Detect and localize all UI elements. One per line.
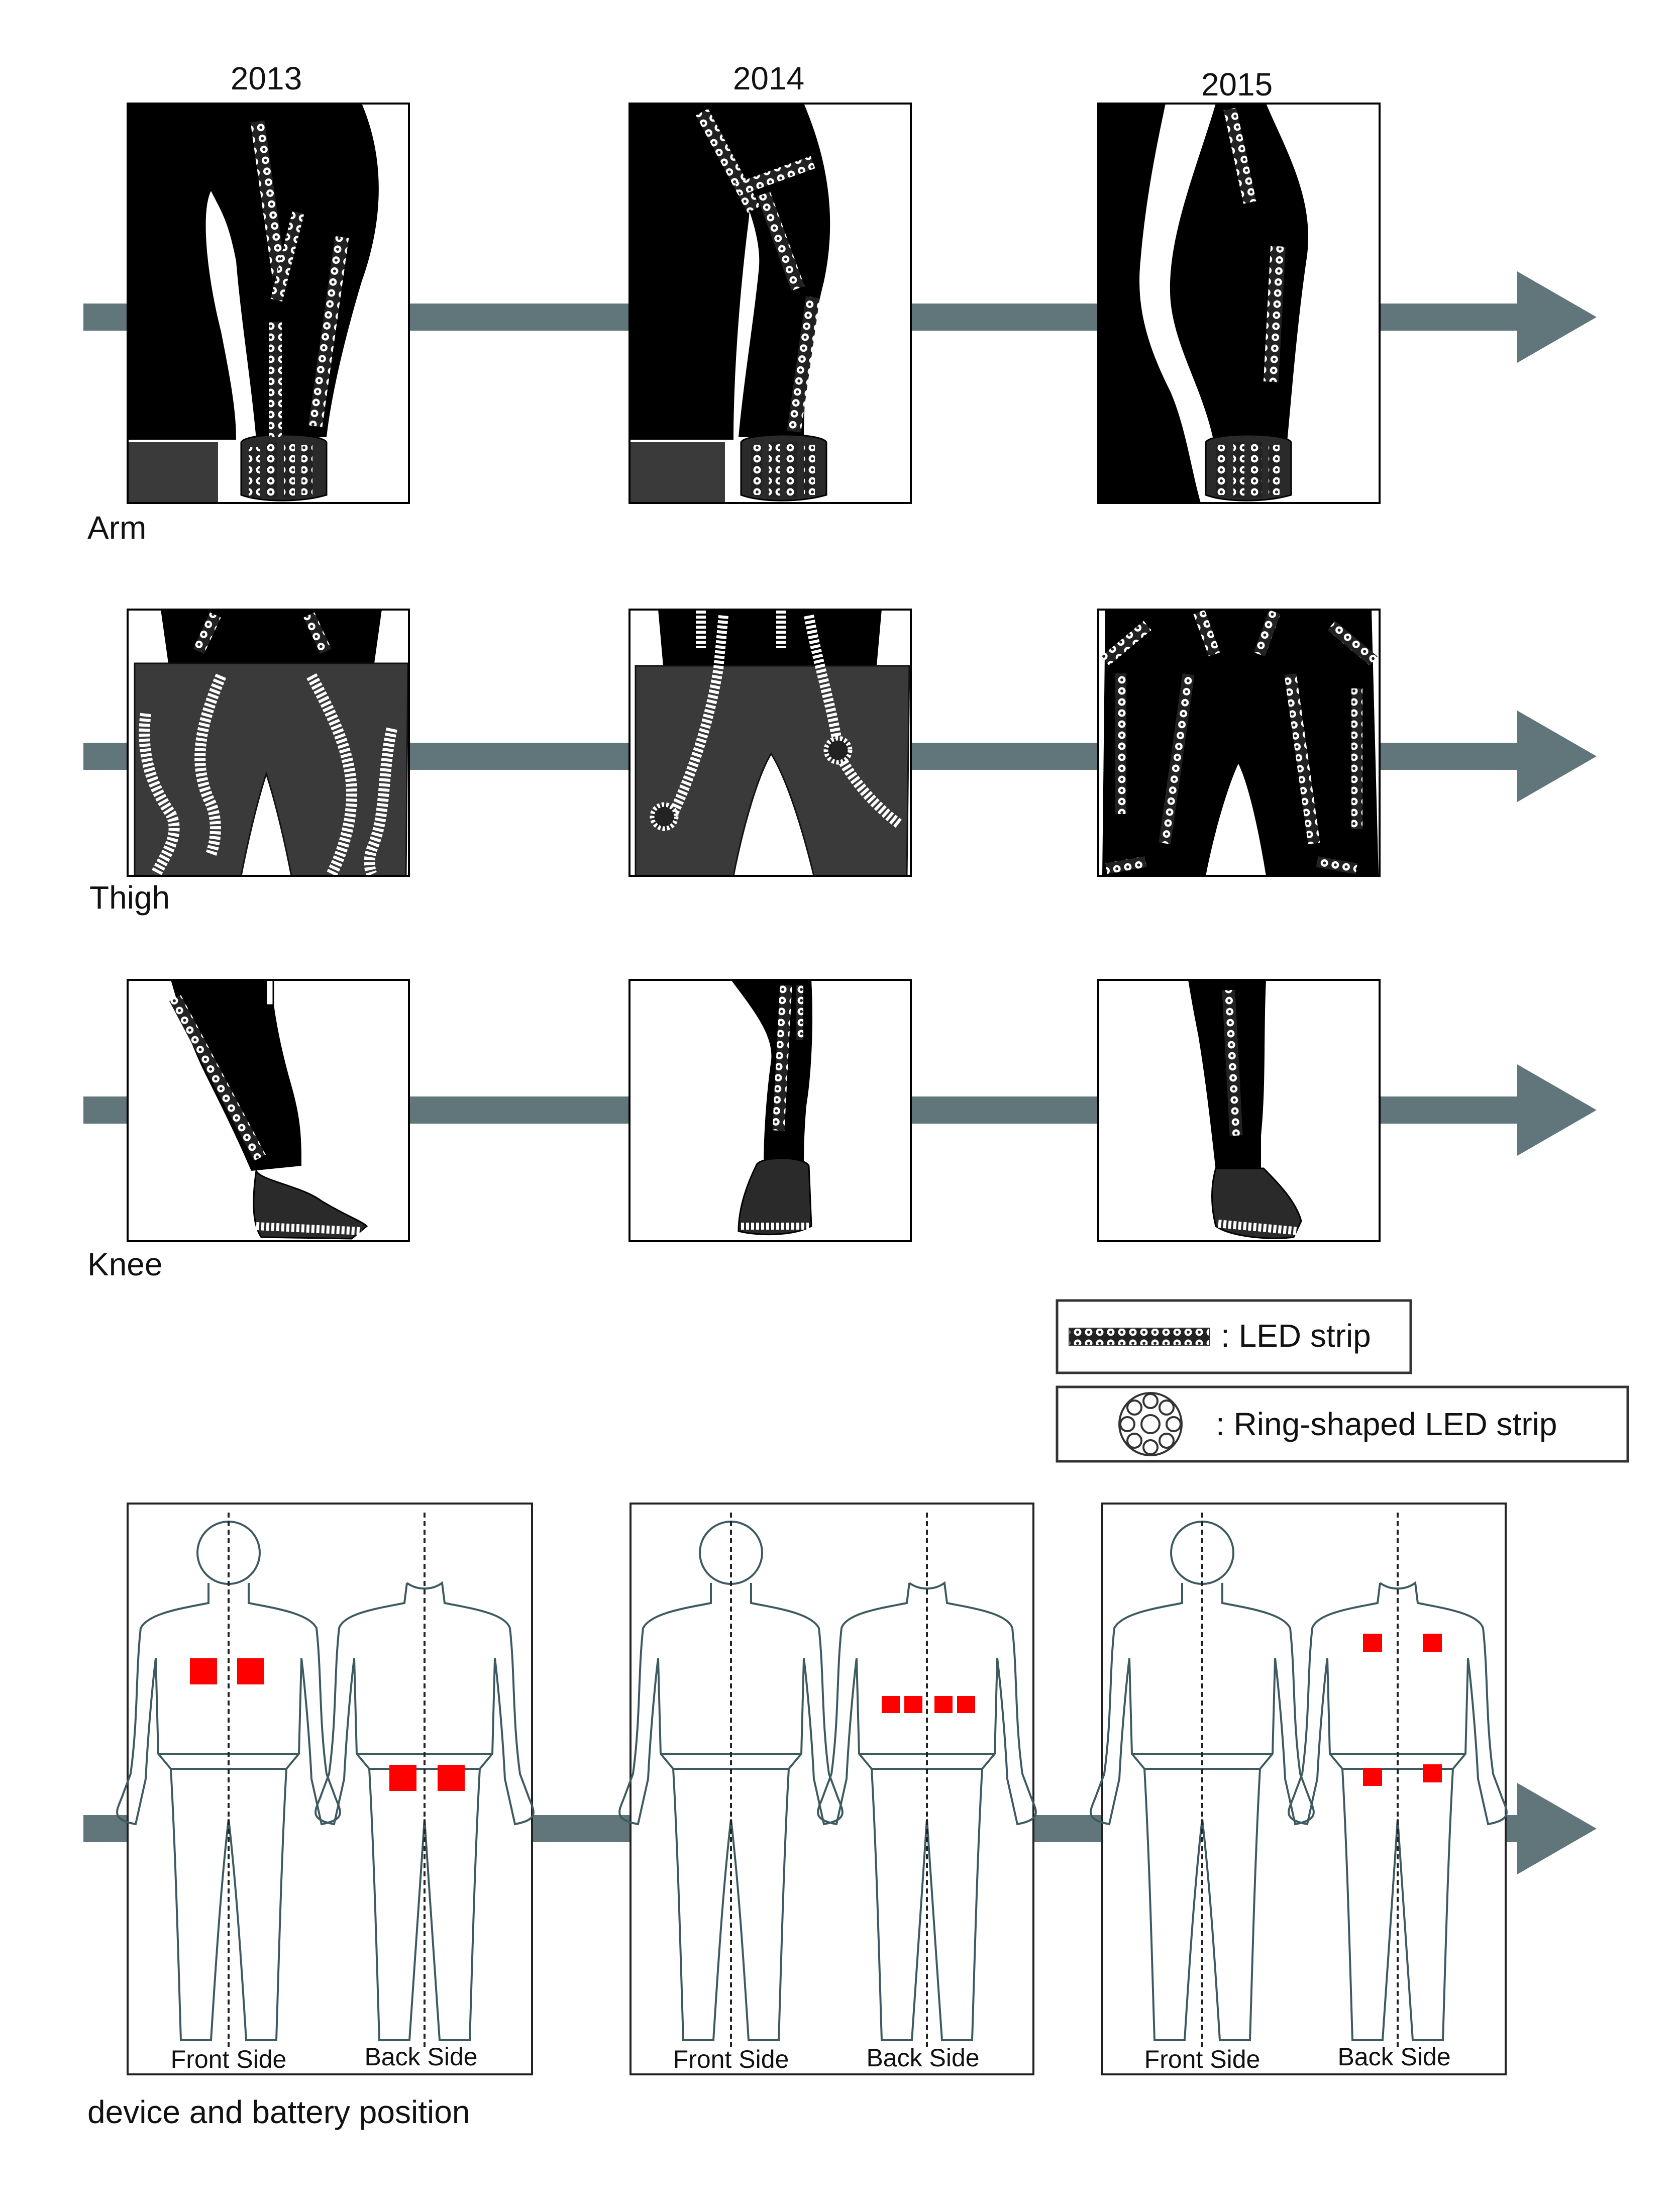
device-panel-2014 (629, 1503, 1034, 2075)
thigh-panel-2015 (1097, 609, 1381, 877)
device-panel-2015 (1101, 1503, 1507, 2075)
device-2015-back-lower-right (1423, 1764, 1442, 1782)
legend: : LED strip : Ring-shaped LED strip (1056, 1299, 1629, 1463)
device-front-label-2014: Front Side (673, 2045, 789, 2073)
device-back-label-2013: Back Side (364, 2043, 477, 2071)
device-2015-back-upper-right (1423, 1634, 1442, 1652)
device-2013-back-right (438, 1765, 465, 1791)
year-label-2015: 2015 (1201, 66, 1273, 103)
arm-timeline-head (1517, 271, 1597, 363)
legend-ring-led: : Ring-shaped LED strip (1056, 1385, 1629, 1463)
device-2013-front-left (190, 1658, 217, 1684)
arm-panel-2014 (628, 103, 912, 504)
device-2013-back-left (389, 1765, 416, 1791)
device-front-label-2015: Front Side (1144, 2045, 1261, 2073)
device-2013-front-right (237, 1658, 264, 1684)
thigh-panel-2014 (628, 609, 912, 877)
year-label-2013: 2013 (231, 60, 302, 96)
device-2015-back-lower-left (1363, 1768, 1382, 1786)
back-figure-2013 (314, 1513, 535, 2050)
body-outlines (116, 1513, 1508, 2050)
device-back-label-2015: Back Side (1337, 2043, 1450, 2071)
device-timeline-head (1517, 1783, 1597, 1874)
thigh-panel-2013 (127, 609, 410, 877)
legend-ring-led-label: : Ring-shaped LED strip (1216, 1406, 1557, 1442)
arm-panel-2013 (127, 103, 410, 504)
knee-panel-2015 (1097, 979, 1381, 1242)
row-label-thigh: Thigh (89, 879, 170, 916)
knee-timeline-head (1517, 1064, 1597, 1156)
knee-panel-2014 (628, 979, 912, 1242)
legend-led-strip: : LED strip (1056, 1299, 1412, 1374)
device-2014-back-4 (957, 1696, 975, 1713)
device-2015-back-upper-left (1363, 1634, 1382, 1652)
row-label-arm: Arm (87, 510, 146, 546)
device-back-label-2014: Back Side (866, 2044, 979, 2072)
device-front-label-2013: Front Side (171, 2045, 287, 2073)
knee-panel-2013 (127, 979, 410, 1242)
thigh-timeline-head (1517, 711, 1597, 802)
device-2014-back-2 (904, 1696, 922, 1713)
back-figure-2014 (817, 1513, 1037, 2050)
device-markers (190, 1634, 1442, 1791)
arm-panel-2015 (1097, 103, 1381, 504)
year-label-2014: 2014 (733, 60, 804, 96)
legend-led-strip-label: : LED strip (1221, 1318, 1371, 1354)
row-label-knee: Knee (87, 1246, 162, 1282)
device-section-label: device and battery position (87, 2094, 470, 2130)
device-2014-back-3 (934, 1696, 953, 1713)
device-2014-back-1 (882, 1696, 900, 1713)
ring-led-icon (1118, 1392, 1183, 1456)
